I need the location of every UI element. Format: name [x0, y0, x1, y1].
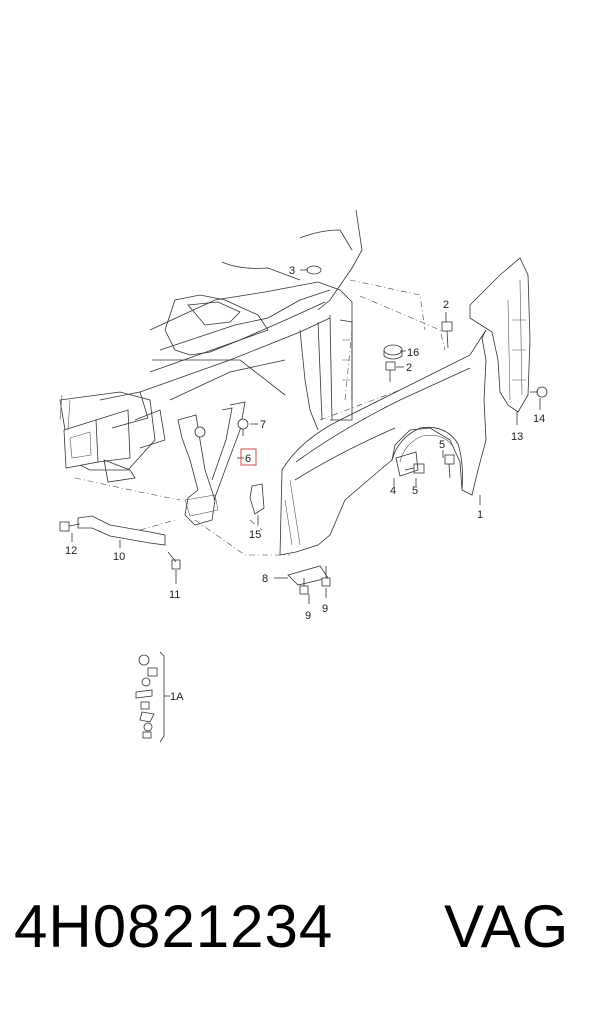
- fasteners: [59, 265, 548, 595]
- kit-1A-items: [135, 651, 170, 743]
- fender-liner: [469, 257, 531, 413]
- callout-14: 14: [533, 413, 545, 425]
- callout-10: 10: [113, 551, 125, 563]
- callout-15: 15: [249, 529, 261, 541]
- callout-6-highlight: [240, 448, 257, 466]
- callout-5-left: 5: [412, 485, 418, 497]
- brand-label: VAG: [444, 893, 570, 960]
- callout-5-right: 5: [439, 439, 445, 451]
- callout-4: 4: [390, 485, 396, 497]
- callout-7: 7: [260, 419, 266, 431]
- callout-2-mid: 2: [406, 362, 412, 374]
- callout-3: 3: [289, 265, 295, 277]
- callout-8: 8: [262, 573, 268, 585]
- callout-1: 1: [477, 509, 483, 521]
- fender-panel: [279, 329, 487, 556]
- callout-1A: 1A: [170, 691, 184, 703]
- callout-12: 12: [65, 545, 77, 557]
- parts-exploded-diagram: 1 1A 2 2 3 4 5 5 6 7 8 9 9 10 11 12 13 1…: [59, 209, 548, 743]
- callout-9-right: 9: [322, 603, 328, 615]
- brace-bar: [77, 515, 166, 546]
- callout-11: 11: [169, 589, 180, 601]
- part-number: 4H0821234: [14, 893, 334, 960]
- callout-2-top: 2: [443, 299, 449, 311]
- callout-13: 13: [511, 431, 523, 443]
- callout-9-left: 9: [305, 610, 311, 622]
- body-structure: [59, 209, 446, 556]
- callout-6: 6: [245, 453, 251, 465]
- callout-16: 16: [407, 347, 419, 359]
- bracket-assembly: [177, 401, 246, 526]
- leader-lines: [71, 269, 541, 604]
